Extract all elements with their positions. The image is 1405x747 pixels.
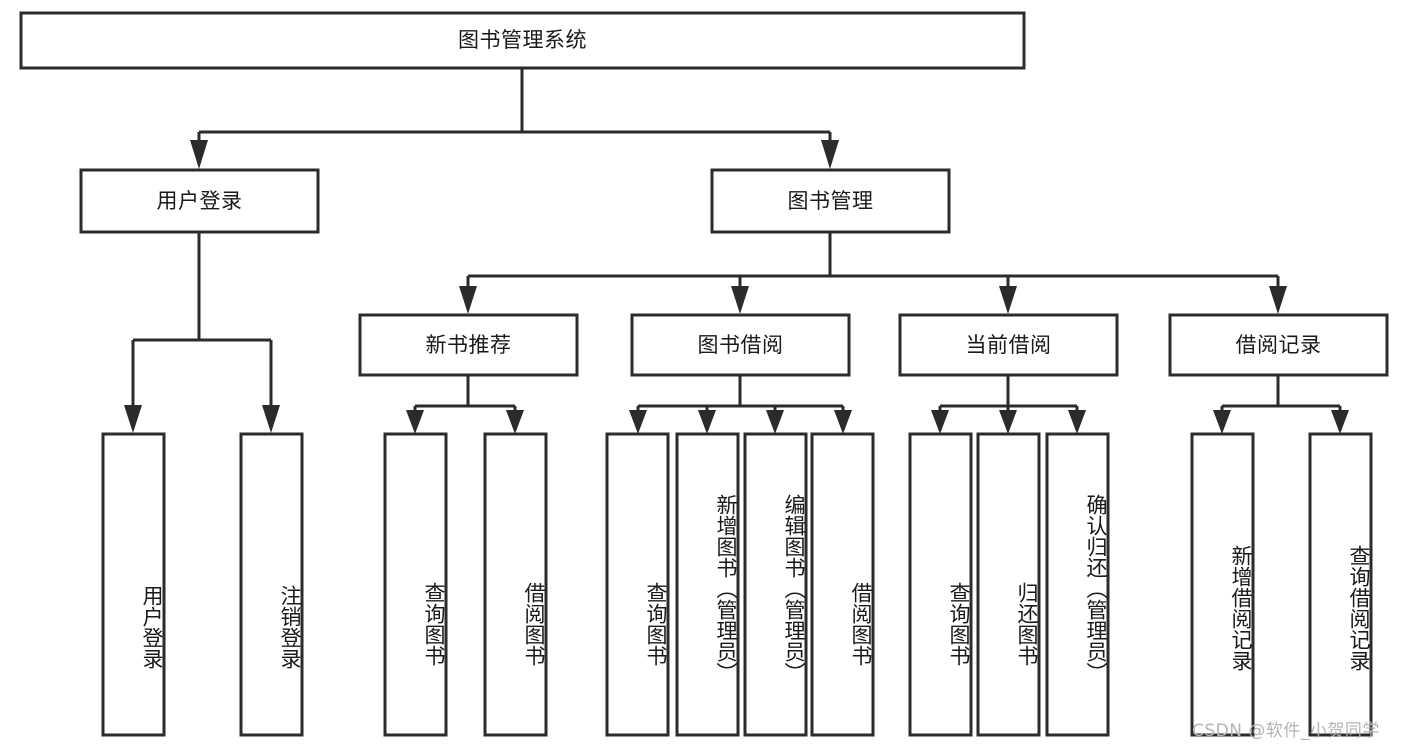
arrow-head-user-login: [190, 140, 208, 169]
arrow-head-newbook-leaf-1: [406, 410, 424, 434]
node-box-root[interactable]: [19, 11, 1026, 70]
arrow-head-book-borrow: [731, 286, 749, 314]
node-box-new-book-recommend[interactable]: [358, 313, 579, 377]
arrow-head-currentborrow-leaf-3: [1068, 410, 1086, 434]
arrow-head-newbook-leaf-2: [506, 410, 524, 434]
node-box-user-login[interactable]: [79, 168, 320, 234]
arrow-head-currentborrow-leaf-2: [999, 410, 1017, 434]
arrow-head-currentborrow-leaf-1: [931, 410, 949, 434]
node-box-leaf-query-book-2[interactable]: [605, 432, 670, 737]
arrow-head-book-manage: [821, 140, 839, 169]
node-box-borrow-record[interactable]: [1168, 313, 1389, 377]
node-box-leaf-return-book[interactable]: [976, 432, 1041, 737]
arrow-head-borrowrecord-leaf-1: [1213, 410, 1231, 434]
node-box-current-borrow[interactable]: [898, 313, 1119, 377]
node-box-leaf-add-book[interactable]: [675, 432, 740, 737]
arrow-head-bookborrow-leaf-2: [698, 410, 716, 434]
arrow-head-bookborrow-leaf-1: [629, 410, 647, 434]
node-box-leaf-add-record[interactable]: [1190, 432, 1255, 737]
node-box-leaf-borrow-book-1[interactable]: [483, 432, 548, 737]
node-box-book-borrow[interactable]: [630, 313, 851, 377]
arrow-head-user-login-leaf: [124, 405, 142, 433]
arrow-head-new-book-recommend: [459, 286, 477, 314]
arrow-head-bookborrow-leaf-3: [766, 410, 784, 434]
arrow-head-current-borrow: [999, 286, 1017, 314]
node-box-leaf-user-login[interactable]: [101, 432, 166, 737]
node-box-leaf-query-record[interactable]: [1308, 432, 1373, 737]
arrow-head-bookborrow-leaf-4: [834, 410, 852, 434]
node-box-leaf-logout[interactable]: [239, 432, 304, 737]
node-box-leaf-borrow-book-2[interactable]: [810, 432, 875, 737]
arrow-head-borrow-record: [1269, 286, 1287, 314]
node-box-leaf-query-book-1[interactable]: [383, 432, 448, 737]
node-box-book-manage[interactable]: [710, 168, 951, 234]
node-box-leaf-confirm-return[interactable]: [1045, 432, 1110, 737]
arrow-head-borrowrecord-leaf-2: [1331, 410, 1349, 434]
node-box-leaf-edit-book[interactable]: [743, 432, 808, 737]
arrow-head-logout-leaf: [262, 405, 280, 433]
node-box-leaf-query-book-3[interactable]: [908, 432, 973, 737]
